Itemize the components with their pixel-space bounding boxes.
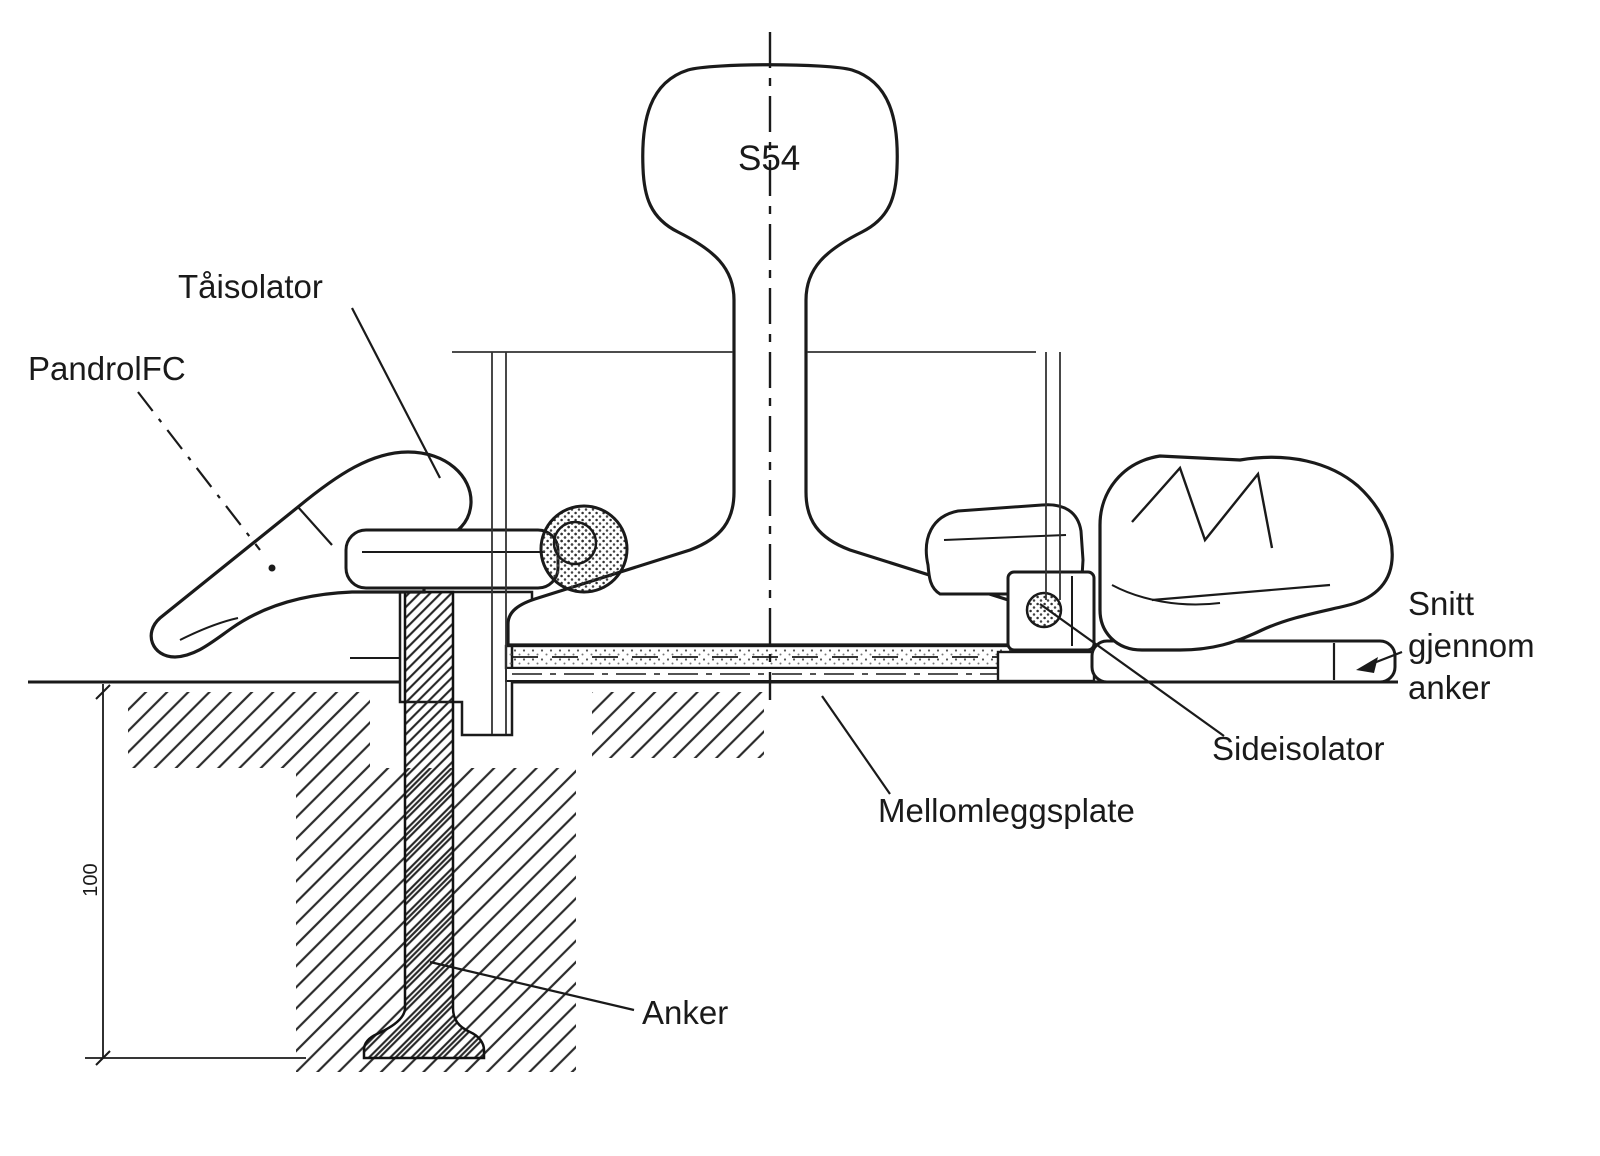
left-clip-fold-line <box>297 506 333 546</box>
dimension-value-label: 100 <box>80 863 102 896</box>
right-clip-base-line <box>1111 584 1221 606</box>
side-insulator-base <box>996 650 1096 683</box>
anchor-body <box>362 590 486 1060</box>
dimension-tick-top <box>95 684 111 700</box>
toe-insulator-core <box>552 520 598 566</box>
concrete-hatch-right-band <box>592 692 764 758</box>
right-clip-coil-lines <box>1131 465 1274 549</box>
rail-profile-label: S54 <box>738 139 800 178</box>
side-insulator-label: Sideisolator <box>1212 730 1384 767</box>
toe-insulator-label: Tåisolator <box>178 268 323 305</box>
side-insulator-leader <box>1039 603 1225 737</box>
toe-insulator-leader <box>351 307 441 479</box>
left-clip-toe-line <box>179 617 239 641</box>
section-note-line2: gjennom <box>1408 627 1535 664</box>
section-note-line3: anker <box>1408 669 1491 706</box>
pandrol-clip-label: PandrolFC <box>28 350 186 387</box>
dimension-tick-bottom <box>95 1050 111 1066</box>
right-clip <box>1098 454 1394 652</box>
left-clip-dot <box>268 564 276 572</box>
intermediate-plate-label: Mellomleggsplate <box>878 792 1135 829</box>
anchor-leader <box>429 960 635 1012</box>
concrete-hatch-left-band <box>128 692 370 768</box>
right-clip-lower-line <box>1151 583 1331 602</box>
anchor-label: Anker <box>642 994 728 1031</box>
pandrol-clip-leader <box>137 391 261 551</box>
intermediate-plate-leader <box>821 695 891 795</box>
section-note-arrowhead <box>1356 657 1378 673</box>
left-clip-bar <box>344 528 560 590</box>
section-note-line1: Snitt <box>1408 585 1474 622</box>
side-insulator-hole <box>1025 591 1063 629</box>
